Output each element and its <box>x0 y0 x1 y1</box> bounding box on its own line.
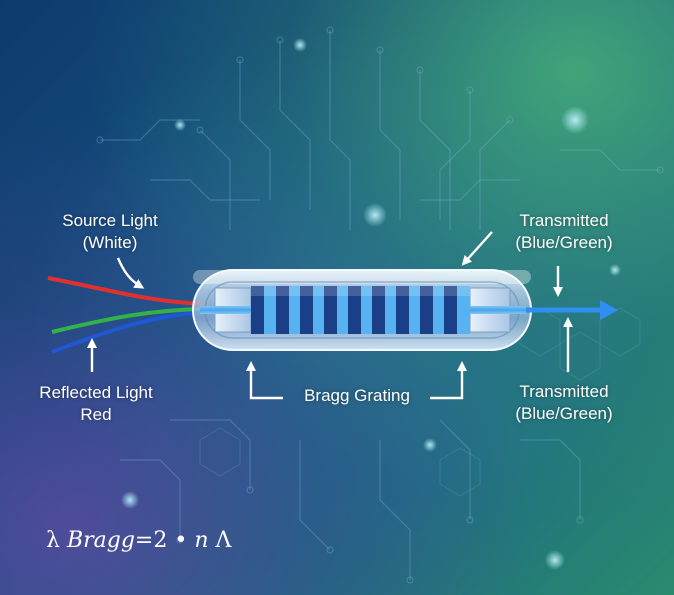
transmitted-top-label: Transmitted (Blue/Green) <box>498 210 630 254</box>
bragg-grating <box>251 286 470 334</box>
source-light-label-line1: Source Light <box>62 211 158 230</box>
transmitted-bottom-label-line1: Transmitted <box>519 382 609 401</box>
transmitted-top-arrow <box>461 231 493 266</box>
reflected-light-label-line2: Red <box>80 405 112 424</box>
bragg-grating-label: Bragg Grating <box>286 385 428 407</box>
reflected-light-label-line1: Reflected Light <box>39 383 153 402</box>
grating-right-bracket <box>430 361 467 400</box>
source-light-label: Source Light (White) <box>40 210 180 254</box>
formula-equals: = <box>134 528 154 553</box>
formula-period: Λ <box>215 528 232 553</box>
circuit-traces <box>96 26 664 584</box>
hexagon-pattern <box>199 307 641 497</box>
glow-particles <box>121 38 621 570</box>
source-light-label-line2: (White) <box>82 233 138 252</box>
grating-left-bracket <box>246 361 283 400</box>
bragg-grating-label-text: Bragg Grating <box>304 386 410 405</box>
green-fiber <box>51 307 206 334</box>
formula-two: 2 <box>153 528 168 553</box>
source-arrow <box>116 257 145 289</box>
transmitted-top-label-line2: (Blue/Green) <box>515 233 613 252</box>
blue-fiber <box>51 310 206 354</box>
red-fiber <box>47 276 206 306</box>
pointer-arrows <box>87 231 573 400</box>
transmitted-bottom-label: Transmitted (Blue/Green) <box>498 381 630 425</box>
formula-subscript: Bragg <box>66 528 135 553</box>
transmitted-top-label-line1: Transmitted <box>519 211 609 230</box>
reflected-light-label: Reflected Light Red <box>20 382 172 426</box>
formula-n: n <box>194 528 209 553</box>
transmitted-bottom-label-line2: (Blue/Green) <box>515 404 613 423</box>
formula-dot: • <box>174 528 188 553</box>
bragg-formula: λ Bragg=2 • n Λ <box>46 528 231 553</box>
formula-lambda: λ <box>46 528 60 553</box>
output-beam-arrow <box>526 300 618 320</box>
